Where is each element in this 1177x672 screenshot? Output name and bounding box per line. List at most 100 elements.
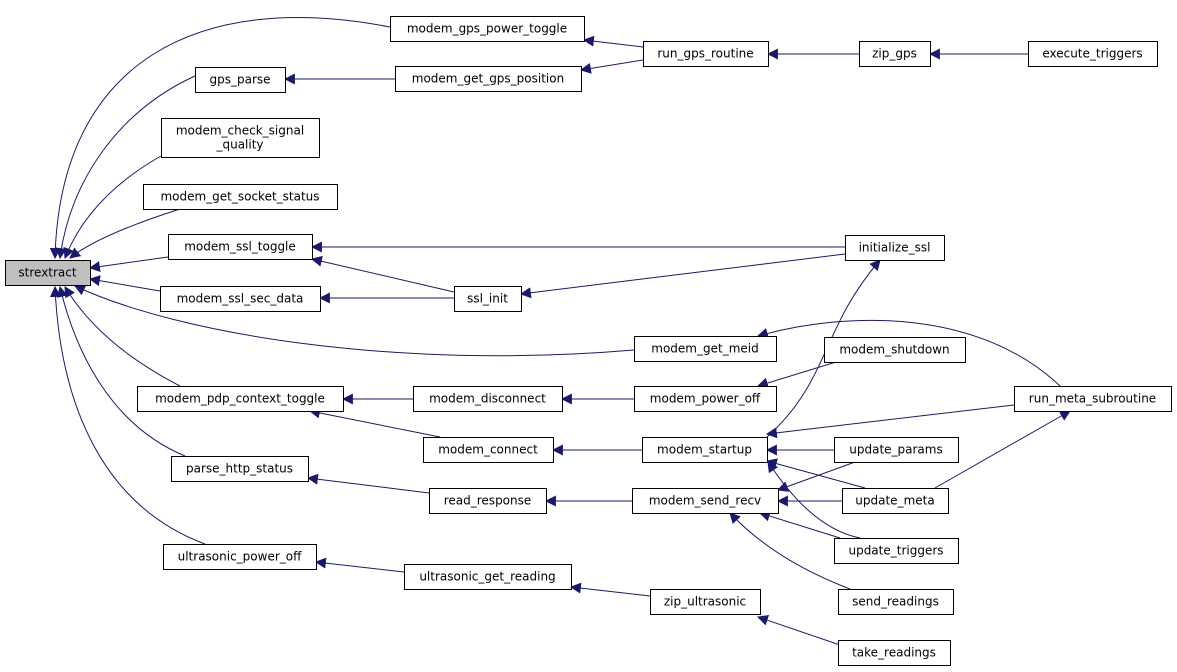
edge-update_triggers-to-modem_send_recv (758, 510, 841, 539)
node-label: run_gps_routine (657, 47, 753, 61)
node-box (137, 386, 344, 412)
node-label: update_params (849, 443, 942, 457)
node-label: modem_check_signal (176, 124, 304, 138)
node-box (824, 337, 966, 363)
edge-update_params-to-modem_send_recv (776, 461, 856, 492)
edge-run_gps_routine-to-modem_get_gps_position (579, 59, 644, 74)
node-zip-gps[interactable]: zip_gps (859, 41, 931, 67)
node-label: modem_ssl_sec_data (177, 292, 304, 306)
node-box (842, 488, 949, 514)
node-label: gps_parse (209, 73, 270, 87)
node-box (390, 16, 585, 42)
node-modem-ssl-sec-data[interactable]: modem_ssl_sec_data (160, 286, 321, 312)
node-label: modem_power_off (650, 392, 761, 406)
node-modem-ssl-toggle[interactable]: modem_ssl_toggle (168, 234, 313, 260)
node-run-meta-subroutine[interactable]: run_meta_subroutine (1014, 386, 1172, 412)
node-label: modem_ssl_toggle (184, 240, 296, 254)
edge-zip_ultrasonic-to-ultrasonic_get_reading (569, 582, 651, 597)
node-box (171, 456, 309, 482)
node-label: ssl_init (467, 292, 508, 306)
node-label: modem_disconnect (429, 392, 546, 406)
node-box (413, 386, 563, 412)
edge-parse_http_status-to-strextract (56, 285, 186, 457)
node-box (834, 437, 959, 463)
node-read-response[interactable]: read_response (429, 488, 547, 514)
edges-layer (49, 17, 1071, 646)
node-update-triggers[interactable]: update_triggers (834, 538, 959, 564)
node-box (845, 235, 945, 261)
node-update-meta[interactable]: update_meta (842, 488, 949, 514)
node-label: modem_gps_power_toggle (407, 22, 567, 36)
edge-initialize_ssl-to-ssl_init (519, 253, 846, 299)
node-send-readings[interactable]: send_readings (838, 589, 954, 615)
node-modem-gps-power-toggle[interactable]: modem_gps_power_toggle (390, 16, 585, 42)
node-label: modem_startup (657, 443, 752, 457)
node-label: update_meta (855, 494, 934, 508)
node-modem-get-meid[interactable]: modem_get_meid (634, 336, 777, 362)
node-strextract[interactable]: strextract (5, 260, 91, 286)
node-modem-send-recv[interactable]: modem_send_recv (632, 488, 779, 514)
node-modem-shutdown[interactable]: modem_shutdown (824, 337, 966, 363)
node-modem-connect[interactable]: modem_connect (423, 437, 554, 463)
node-box (859, 41, 931, 67)
node-box (632, 488, 779, 514)
node-execute-triggers[interactable]: execute_triggers (1028, 41, 1158, 67)
node-label: execute_triggers (1042, 47, 1142, 61)
node-update-params[interactable]: update_params (834, 437, 959, 463)
node-label: modem_get_meid (651, 342, 758, 356)
node-modem-disconnect[interactable]: modem_disconnect (413, 386, 563, 412)
node-box (195, 67, 286, 93)
node-box (160, 286, 321, 312)
node-modem-check-signal-quality[interactable]: modem_check_signal_quality (161, 118, 320, 158)
node-box (650, 589, 761, 615)
node-box (168, 234, 313, 260)
node-ssl-init[interactable]: ssl_init (454, 286, 522, 312)
node-label: zip_ultrasonic (664, 595, 746, 609)
edge-modem_check_signal_quality-to-strextract (63, 155, 162, 260)
node-box (838, 640, 951, 666)
node-label: ultrasonic_power_off (178, 550, 302, 564)
edge-run_meta_subroutine-to-modem_startup (765, 404, 1015, 439)
node-zip-ultrasonic[interactable]: zip_ultrasonic (650, 589, 761, 615)
node-modem-pdp-context-toggle[interactable]: modem_pdp_context_toggle (137, 386, 344, 412)
edge-modem_get_meid-to-strextract (74, 285, 635, 357)
node-label: zip_gps (872, 47, 917, 61)
node-modem-startup[interactable]: modem_startup (642, 437, 768, 463)
node-label: modem_get_socket_status (160, 190, 319, 204)
edge-gps_parse-to-strextract (55, 75, 196, 260)
edge-run_meta_subroutine-to-modem_get_meid (756, 319, 1061, 387)
node-label: strextract (18, 266, 76, 280)
node-box (634, 386, 777, 412)
node-label: send_readings (852, 595, 939, 609)
node-box (395, 66, 582, 92)
node-gps-parse[interactable]: gps_parse (195, 67, 286, 93)
node-ultrasonic-power-off[interactable]: ultrasonic_power_off (163, 544, 317, 570)
node-label: update_triggers (848, 544, 943, 558)
edge-modem_get_socket_status-to-strextract (69, 208, 181, 259)
edge-ultrasonic_power_off-to-strextract (49, 285, 206, 545)
node-modem-power-off[interactable]: modem_power_off (634, 386, 777, 412)
node-ultrasonic-get-reading[interactable]: ultrasonic_get_reading (404, 564, 572, 590)
node-box (5, 260, 91, 286)
edge-modem_ssl_sec_data-to-strextract (88, 275, 161, 292)
edge-modem_ssl_toggle-to-strextract (88, 256, 169, 273)
edge-modem_shutdown-to-modem_power_off (756, 361, 837, 389)
node-label: modem_get_gps_position (412, 72, 564, 86)
node-initialize-ssl[interactable]: initialize_ssl (845, 235, 945, 261)
node-label: run_meta_subroutine (1029, 392, 1156, 406)
node-modem-get-gps-position[interactable]: modem_get_gps_position (395, 66, 582, 92)
edge-read_response-to-parse_http_status (306, 473, 430, 494)
edge-update_meta-to-modem_startup (765, 458, 866, 489)
node-box (834, 538, 959, 564)
edge-modem_pdp_context_toggle-to-strextract (64, 286, 181, 387)
node-box (143, 184, 338, 210)
node-take-readings[interactable]: take_readings (838, 640, 951, 666)
node-modem-get-socket-status[interactable]: modem_get_socket_status (143, 184, 338, 210)
node-box (423, 437, 554, 463)
node-label: modem_connect (438, 443, 538, 457)
node-box (642, 437, 768, 463)
edge-update_meta-to-run_meta_subroutine (934, 410, 1071, 489)
node-run-gps-routine[interactable]: run_gps_routine (643, 41, 769, 67)
node-parse-http-status[interactable]: parse_http_status (171, 456, 309, 482)
node-label: ultrasonic_get_reading (419, 570, 555, 584)
